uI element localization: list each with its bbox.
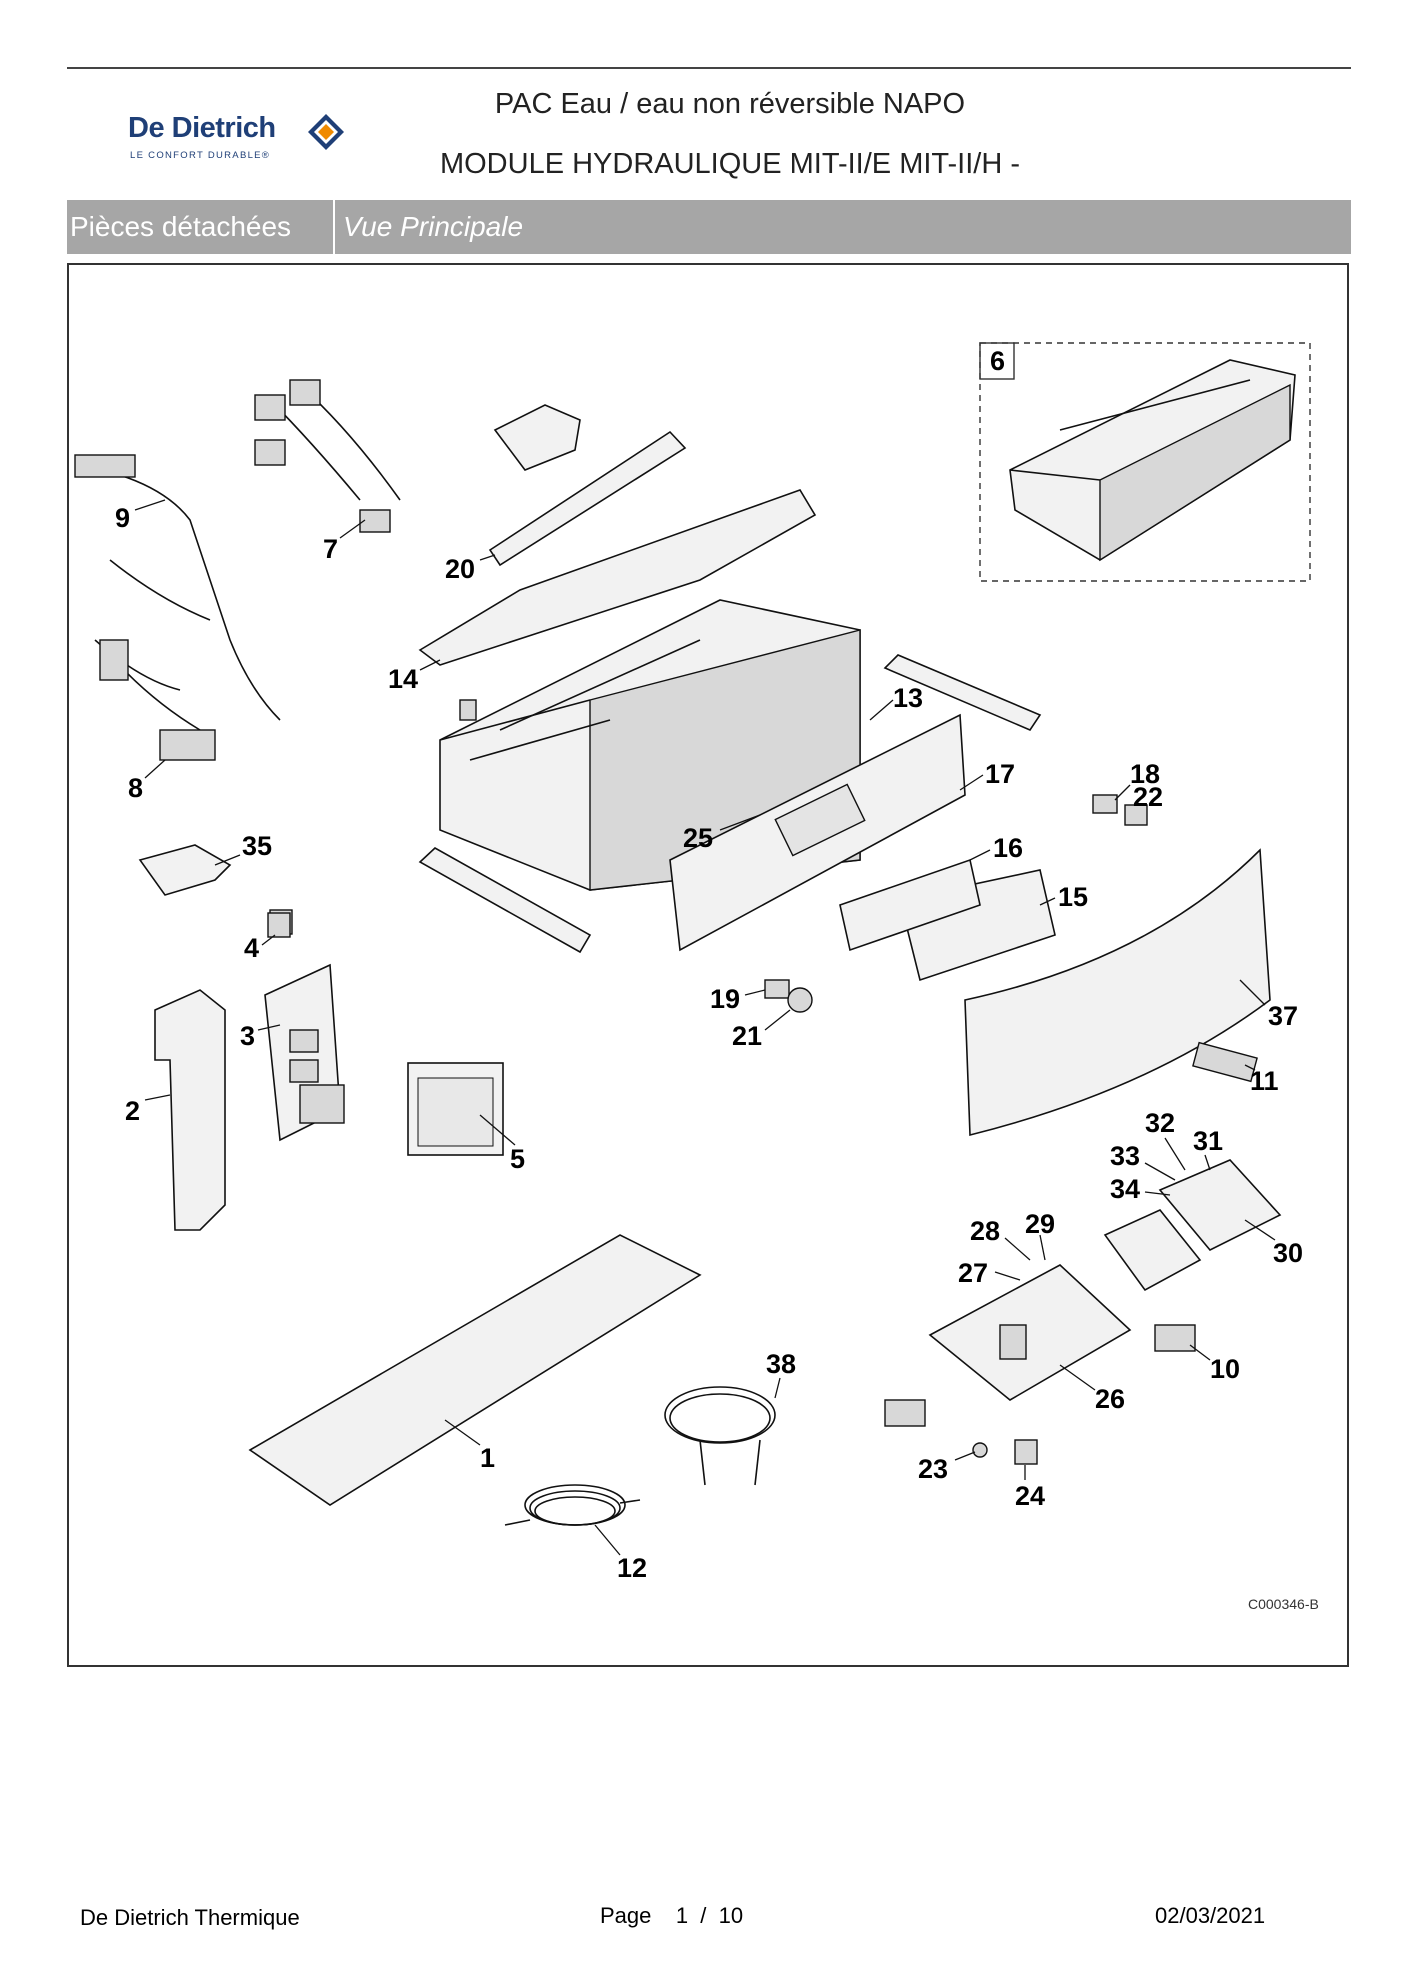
part-1-base-plate [248,1234,702,1506]
part-label-11: 11 [1250,1066,1279,1096]
part-38-cable [664,1386,776,1486]
part-label-9: 9 [115,503,130,533]
part-label-35: 35 [242,831,272,861]
part-5-label [407,1062,504,1156]
part-6-housing-inset [979,342,1311,582]
part-label-24: 24 [1015,1481,1045,1511]
part-35-clamp [138,844,232,896]
part-14-top-cover [418,489,817,666]
part-label-15: 15 [1058,882,1088,912]
part-label-29: 29 [1025,1209,1055,1239]
document-subtitle: MODULE HYDRAULIQUE MIT-II/E MIT-II/H - [439,148,1021,180]
part-label-8: 8 [128,773,143,803]
part-label-19: 19 [710,984,740,1014]
part-11-ribbon [1192,1041,1258,1083]
part-label-26: 26 [1095,1384,1125,1414]
part-label-1: 1 [480,1443,495,1473]
part-label-27: 27 [958,1258,988,1288]
header-rule [67,67,1351,69]
part-3-relay-board [264,963,345,1142]
part-label-16: 16 [993,833,1023,863]
part-20-plate [488,430,687,567]
part-label-5: 5 [510,1144,525,1174]
part-label-22: 22 [1133,782,1163,812]
part-label-37: 37 [1268,1001,1298,1031]
part-4-connector [267,912,291,938]
drawing-reference: C000346-B [1248,1596,1319,1612]
footer-company: De Dietrich Thermique [80,1905,300,1930]
part-26-main-board [928,1264,1132,1401]
logo-brand-text: De Dietrich [128,112,276,144]
part-label-13: 13 [893,683,923,713]
part-label-32: 32 [1145,1108,1175,1138]
logo-tagline: LE CONFORT DURABLE® [130,150,271,161]
part-label-2: 2 [125,1096,140,1126]
brand-logo: De Dietrich LE CONFORT DURABLE® [128,108,348,168]
part-23-24-fittings [884,1399,1038,1465]
part-label-17: 17 [985,759,1015,789]
part-label-20: 20 [445,554,475,584]
rail-right [883,654,1042,731]
part-label-6: 6 [990,346,1005,376]
exploded-diagram-frame [67,263,1349,1667]
part-37-front-cover [964,848,1271,1137]
part-12-cable [504,1484,641,1526]
part-label-3: 3 [240,1021,255,1051]
part-label-31: 31 [1193,1126,1223,1156]
part-label-28: 28 [970,1216,1000,1246]
section-band: Pièces détachées Vue Principale [67,200,1351,254]
part-label-4: 4 [244,933,259,963]
part-label-18: 18 [1130,759,1160,789]
part-label-30: 30 [1273,1238,1303,1268]
footer-date: 02/03/2021 [1155,1903,1266,1928]
part-7-harness [254,379,401,533]
part-label-7: 7 [323,534,338,564]
part-8-harness [99,639,216,761]
part-label-33: 33 [1110,1141,1140,1171]
part-2-bracket [154,989,226,1231]
part-label-12: 12 [617,1553,647,1583]
part-label-10: 10 [1210,1354,1240,1384]
part-label-23: 23 [918,1454,948,1484]
part-label-14: 14 [388,664,418,694]
view-label: Vue Principale [343,211,524,242]
part-label-38: 38 [766,1349,796,1379]
part-bracket-top [493,404,581,471]
footer-page-number: Page 1 / 10 [600,1903,744,1928]
part-label-25: 25 [683,823,713,853]
part-10-connector [1154,1324,1196,1352]
part-30-board [1158,1159,1282,1251]
part-label-group: 1 2 3 4 5 6 7 8 9 10 11 12 13 14 15 16 1… [115,342,1303,1583]
section-label: Pièces détachées [67,200,335,254]
rail-left [418,847,592,954]
document-title: PAC Eau / eau non réversible NAPO [494,88,966,120]
part-17-control-panel [669,713,966,952]
part-label-34: 34 [1110,1174,1140,1204]
part-16-board [839,858,981,952]
logo-diamond-icon [308,114,344,150]
part-label-21: 21 [732,1021,762,1051]
part-board-mid [1103,1209,1202,1292]
